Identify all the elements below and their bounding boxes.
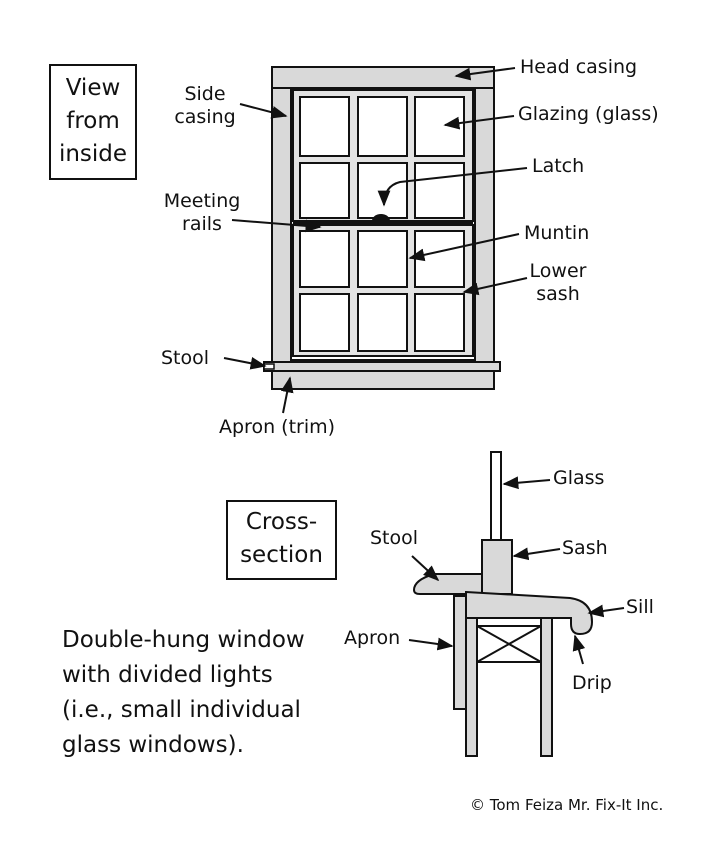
apron-leader <box>280 376 294 414</box>
lower-sash-label: Lower sash <box>526 260 590 306</box>
latch-label: Latch <box>532 155 585 177</box>
caption-line: (i.e., small individual <box>62 697 301 723</box>
sill-shape <box>465 590 594 636</box>
glass-pane <box>357 293 408 352</box>
latch-leader <box>377 167 528 207</box>
stool-shape <box>263 361 501 372</box>
glass-pane <box>299 162 350 219</box>
jamb-right <box>540 617 553 757</box>
glass-pane <box>299 96 350 157</box>
head-casing-label: Head casing <box>520 56 638 78</box>
latch-shape <box>372 214 390 221</box>
meeting-rails-line: Meeting <box>163 190 241 212</box>
jamb-left <box>465 617 478 757</box>
glass-pane <box>414 293 465 352</box>
sash-shape <box>481 539 513 595</box>
muntin-label: Muntin <box>524 222 590 244</box>
apron-section-leader <box>408 637 454 651</box>
head-casing-leader <box>454 67 516 81</box>
stool-label: Stool <box>161 347 210 369</box>
view-box-line: View <box>65 75 121 101</box>
caption-line: Double-hung window <box>62 627 305 653</box>
sill-label: Sill <box>626 596 654 618</box>
sill-leader <box>587 604 625 618</box>
glazing-label: Glazing (glass) <box>518 103 659 125</box>
apron-shape <box>453 595 467 710</box>
glass-pane <box>299 230 350 288</box>
glass-pane <box>357 230 408 288</box>
glass-leader <box>502 476 551 490</box>
side-casing-line: casing <box>174 106 236 128</box>
caption: Double-hung window with divided lights (… <box>62 623 305 763</box>
window-leaders <box>223 67 528 414</box>
muntin-leader <box>408 233 520 262</box>
stool-end <box>263 363 275 370</box>
copyright: © Tom Feiza Mr. Fix-It Inc. <box>470 796 664 814</box>
cross-section <box>412 451 594 757</box>
caption-line: glass windows). <box>62 732 244 758</box>
glass-shape <box>490 451 502 541</box>
lower-sash-leader <box>462 277 528 296</box>
sash-leader <box>512 547 561 561</box>
side-casing-leader <box>239 103 288 119</box>
stool-leader <box>223 356 267 370</box>
meeting-rails-label: Meeting rails <box>156 190 248 236</box>
glass-pane <box>414 230 465 288</box>
head-casing-shape <box>271 66 495 89</box>
framing-cross <box>476 625 542 663</box>
caption-line: with divided lights <box>62 662 273 688</box>
glass-pane <box>299 293 350 352</box>
cross-box-line: Cross- <box>245 509 318 535</box>
window-panes <box>299 96 465 352</box>
cross-box-line: section <box>240 542 323 568</box>
stool-section-leader <box>411 555 440 582</box>
side-casing-label: Side casing <box>168 83 242 129</box>
glass-pane <box>414 162 465 219</box>
cross-section-box: Cross- section <box>226 500 337 580</box>
view-box-line: from <box>66 108 120 134</box>
meeting-rails-line: rails <box>182 213 222 235</box>
glazing-leader <box>443 115 515 130</box>
glass-pane <box>357 162 408 219</box>
meeting-rails-leader <box>231 219 322 233</box>
apron-section-label: Apron <box>344 627 401 649</box>
glass-pane <box>357 96 408 157</box>
stool-section-shape <box>412 573 483 595</box>
apron-label: Apron (trim) <box>219 416 336 438</box>
section-leaders <box>408 476 625 665</box>
side-casing-line: Side <box>184 83 226 105</box>
view-box-line: inside <box>58 141 128 167</box>
glass-label: Glass <box>553 467 605 489</box>
sash-label: Sash <box>562 537 608 559</box>
lower-sash-line: Lower <box>529 260 587 282</box>
glass-pane <box>414 96 465 157</box>
lower-sash-line: sash <box>536 283 580 305</box>
view-from-inside-box: View from inside <box>49 64 137 180</box>
drip-leader <box>572 634 586 665</box>
stool-section-label: Stool <box>370 527 419 549</box>
drip-label: Drip <box>572 672 612 694</box>
